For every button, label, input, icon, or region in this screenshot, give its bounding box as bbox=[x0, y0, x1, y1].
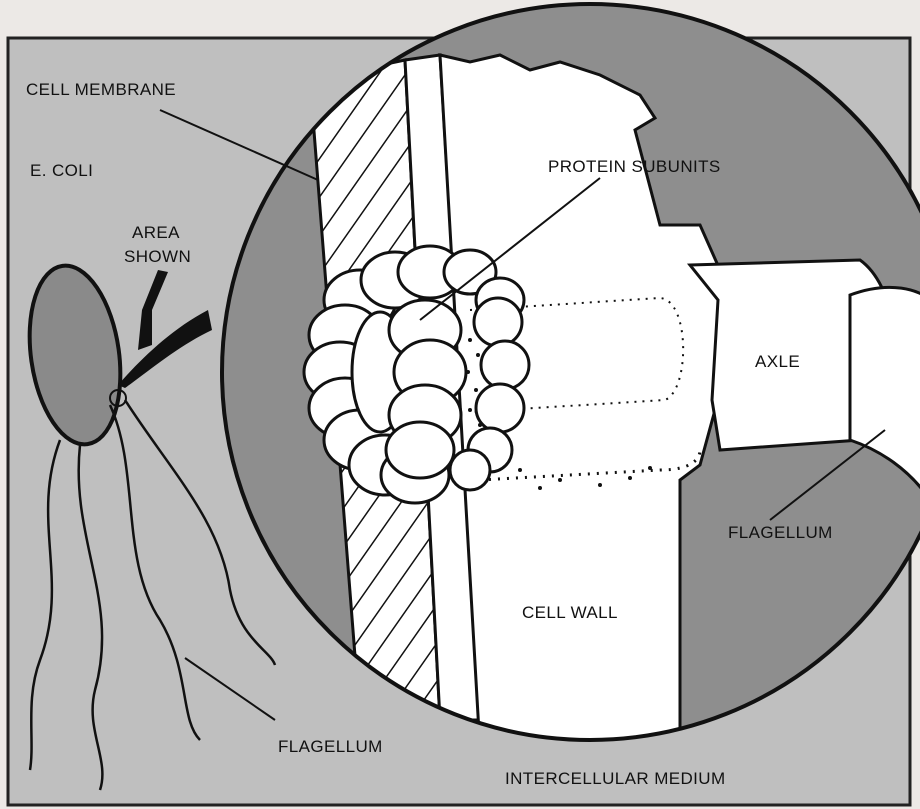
label-cell-wall: CELL WALL bbox=[522, 603, 618, 622]
label-e-coli: E. COLI bbox=[30, 161, 93, 180]
label-intercellular-medium: INTERCELLULAR MEDIUM bbox=[505, 769, 726, 788]
protein-subunit-rings bbox=[304, 246, 529, 503]
label-cell-membrane: CELL MEMBRANE bbox=[26, 80, 176, 99]
label-axle: AXLE bbox=[755, 352, 800, 371]
label-area-shown-line2: SHOWN bbox=[124, 247, 191, 266]
label-flagellum-right: FLAGELLUM bbox=[728, 523, 833, 542]
label-flagellum-bottom: FLAGELLUM bbox=[278, 737, 383, 756]
label-area-shown-line1: AREA bbox=[132, 223, 180, 242]
label-protein-subunits: PROTEIN SUBUNITS bbox=[548, 157, 721, 176]
